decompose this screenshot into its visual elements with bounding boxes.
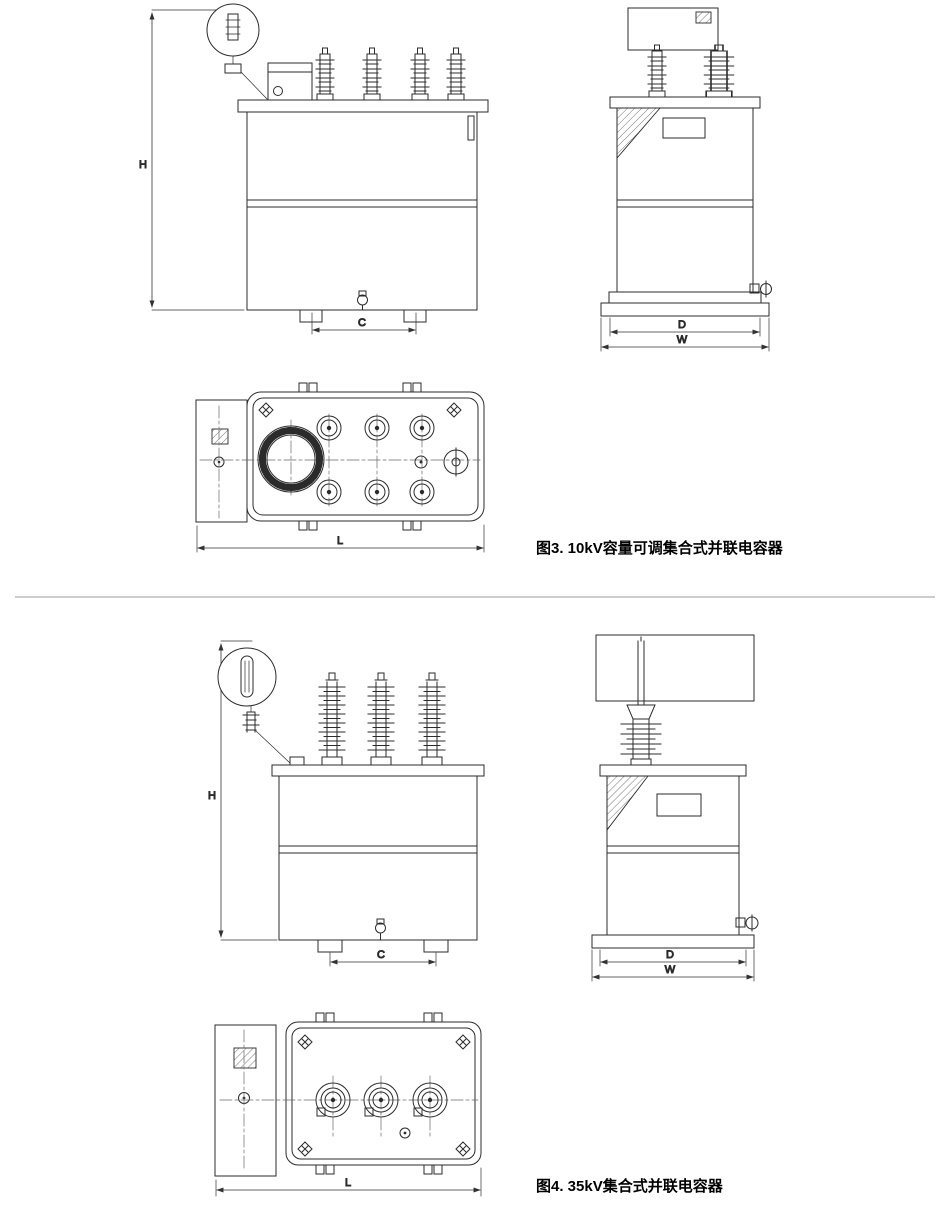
fig4-terminal-2 [363,1082,399,1118]
fig3-bushing-2 [362,47,382,101]
figure4: H [208,634,759,1197]
fig3-bushing-4 [446,47,466,101]
fig3-drain-valve [357,290,368,311]
fig4-front-view: H [208,640,485,967]
fig3-tank [246,111,478,311]
fig4-nameplate [656,793,702,817]
figure3: H [139,3,784,557]
fig3-side-view: D W [600,7,772,352]
fig4-terminal-1 [315,1082,351,1118]
fig3-dim-c: C [311,312,417,335]
fig4-terminal-3 [412,1082,448,1118]
fig4-bushing-2 [367,672,395,766]
fig4-caption: 图4. 35kV集合式并联电容器 [536,1177,724,1195]
fig3-detail-balloon [206,3,268,100]
fig3-dim-d: D [609,317,761,337]
fig3-side-lid [609,96,761,109]
fig3-front-view: H [139,3,489,335]
fig3-side-valve [749,280,772,298]
fig3-dim-height: H [139,9,245,311]
fig4-drain-valve [375,918,386,941]
fig3-lid [237,99,489,113]
fig4-mounting-tabs [315,1012,443,1175]
fig3-top-cabinet [195,399,248,523]
fig4-oil-level-mark [606,775,649,832]
fig4-dim-label-l: L [345,1177,351,1189]
fig4-side-valve [735,914,759,932]
fig3-bushing-3 [410,47,430,101]
fig4-detail-balloon [217,647,291,764]
fig3-dim-label-d: D [678,319,686,331]
fig4-dim-height: H [208,640,278,941]
fig3-lifting-lug-left [258,402,274,418]
fig3-lifting-lug-right [446,402,462,418]
fig3-dim-l: L [196,524,485,553]
fig3-dim-label-w: W [677,334,688,346]
fig4-side-lid [599,764,747,777]
fig3-dim-label-c: C [358,317,366,329]
fig4-dim-label-c: C [377,949,385,961]
fig3-dim-w: W [600,317,770,352]
fig4-dim-c: C [329,949,437,967]
fig4-top-body [285,1021,482,1166]
fig4-bushing-3 [418,672,446,766]
fig3-dim-label-l: L [337,535,343,547]
fig3-oil-gauge [467,115,475,141]
fig4-top-view: L [214,1012,482,1197]
fig4-side-cabinet [595,634,755,702]
fig3-oil-level-mark [616,107,661,160]
fig4-dim-l: L [215,1167,482,1197]
fig4-bushing-1 [318,672,346,766]
fig3-bushing-1 [315,47,335,101]
fig4-top-cabinet [214,1024,277,1177]
fig4-dim-label-w: W [665,964,676,976]
fig3-dim-label-h: H [139,159,147,171]
fig3-top-view: L [195,382,485,553]
fig4-side-view: D W [591,634,759,982]
fig3-caption: 图3. 10kV容量可调集合式并联电容器 [536,539,784,557]
fig4-dim-label-h: H [208,790,216,802]
fig4-dim-d: D [599,949,747,967]
fig4-side-bushing [620,704,662,766]
fig4-dim-label-d: D [666,949,674,961]
fig3-top-body [246,391,485,522]
fig3-junction-box [267,62,313,101]
fig4-tank [278,775,478,941]
fig3-adjust-drum [257,425,325,493]
fig4-dim-w: W [591,949,755,982]
fig3-nameplate [662,117,706,139]
fig4-lid [271,764,485,777]
fig3-mounting-tabs [298,382,422,531]
fig3-side-cabinet [627,7,719,51]
